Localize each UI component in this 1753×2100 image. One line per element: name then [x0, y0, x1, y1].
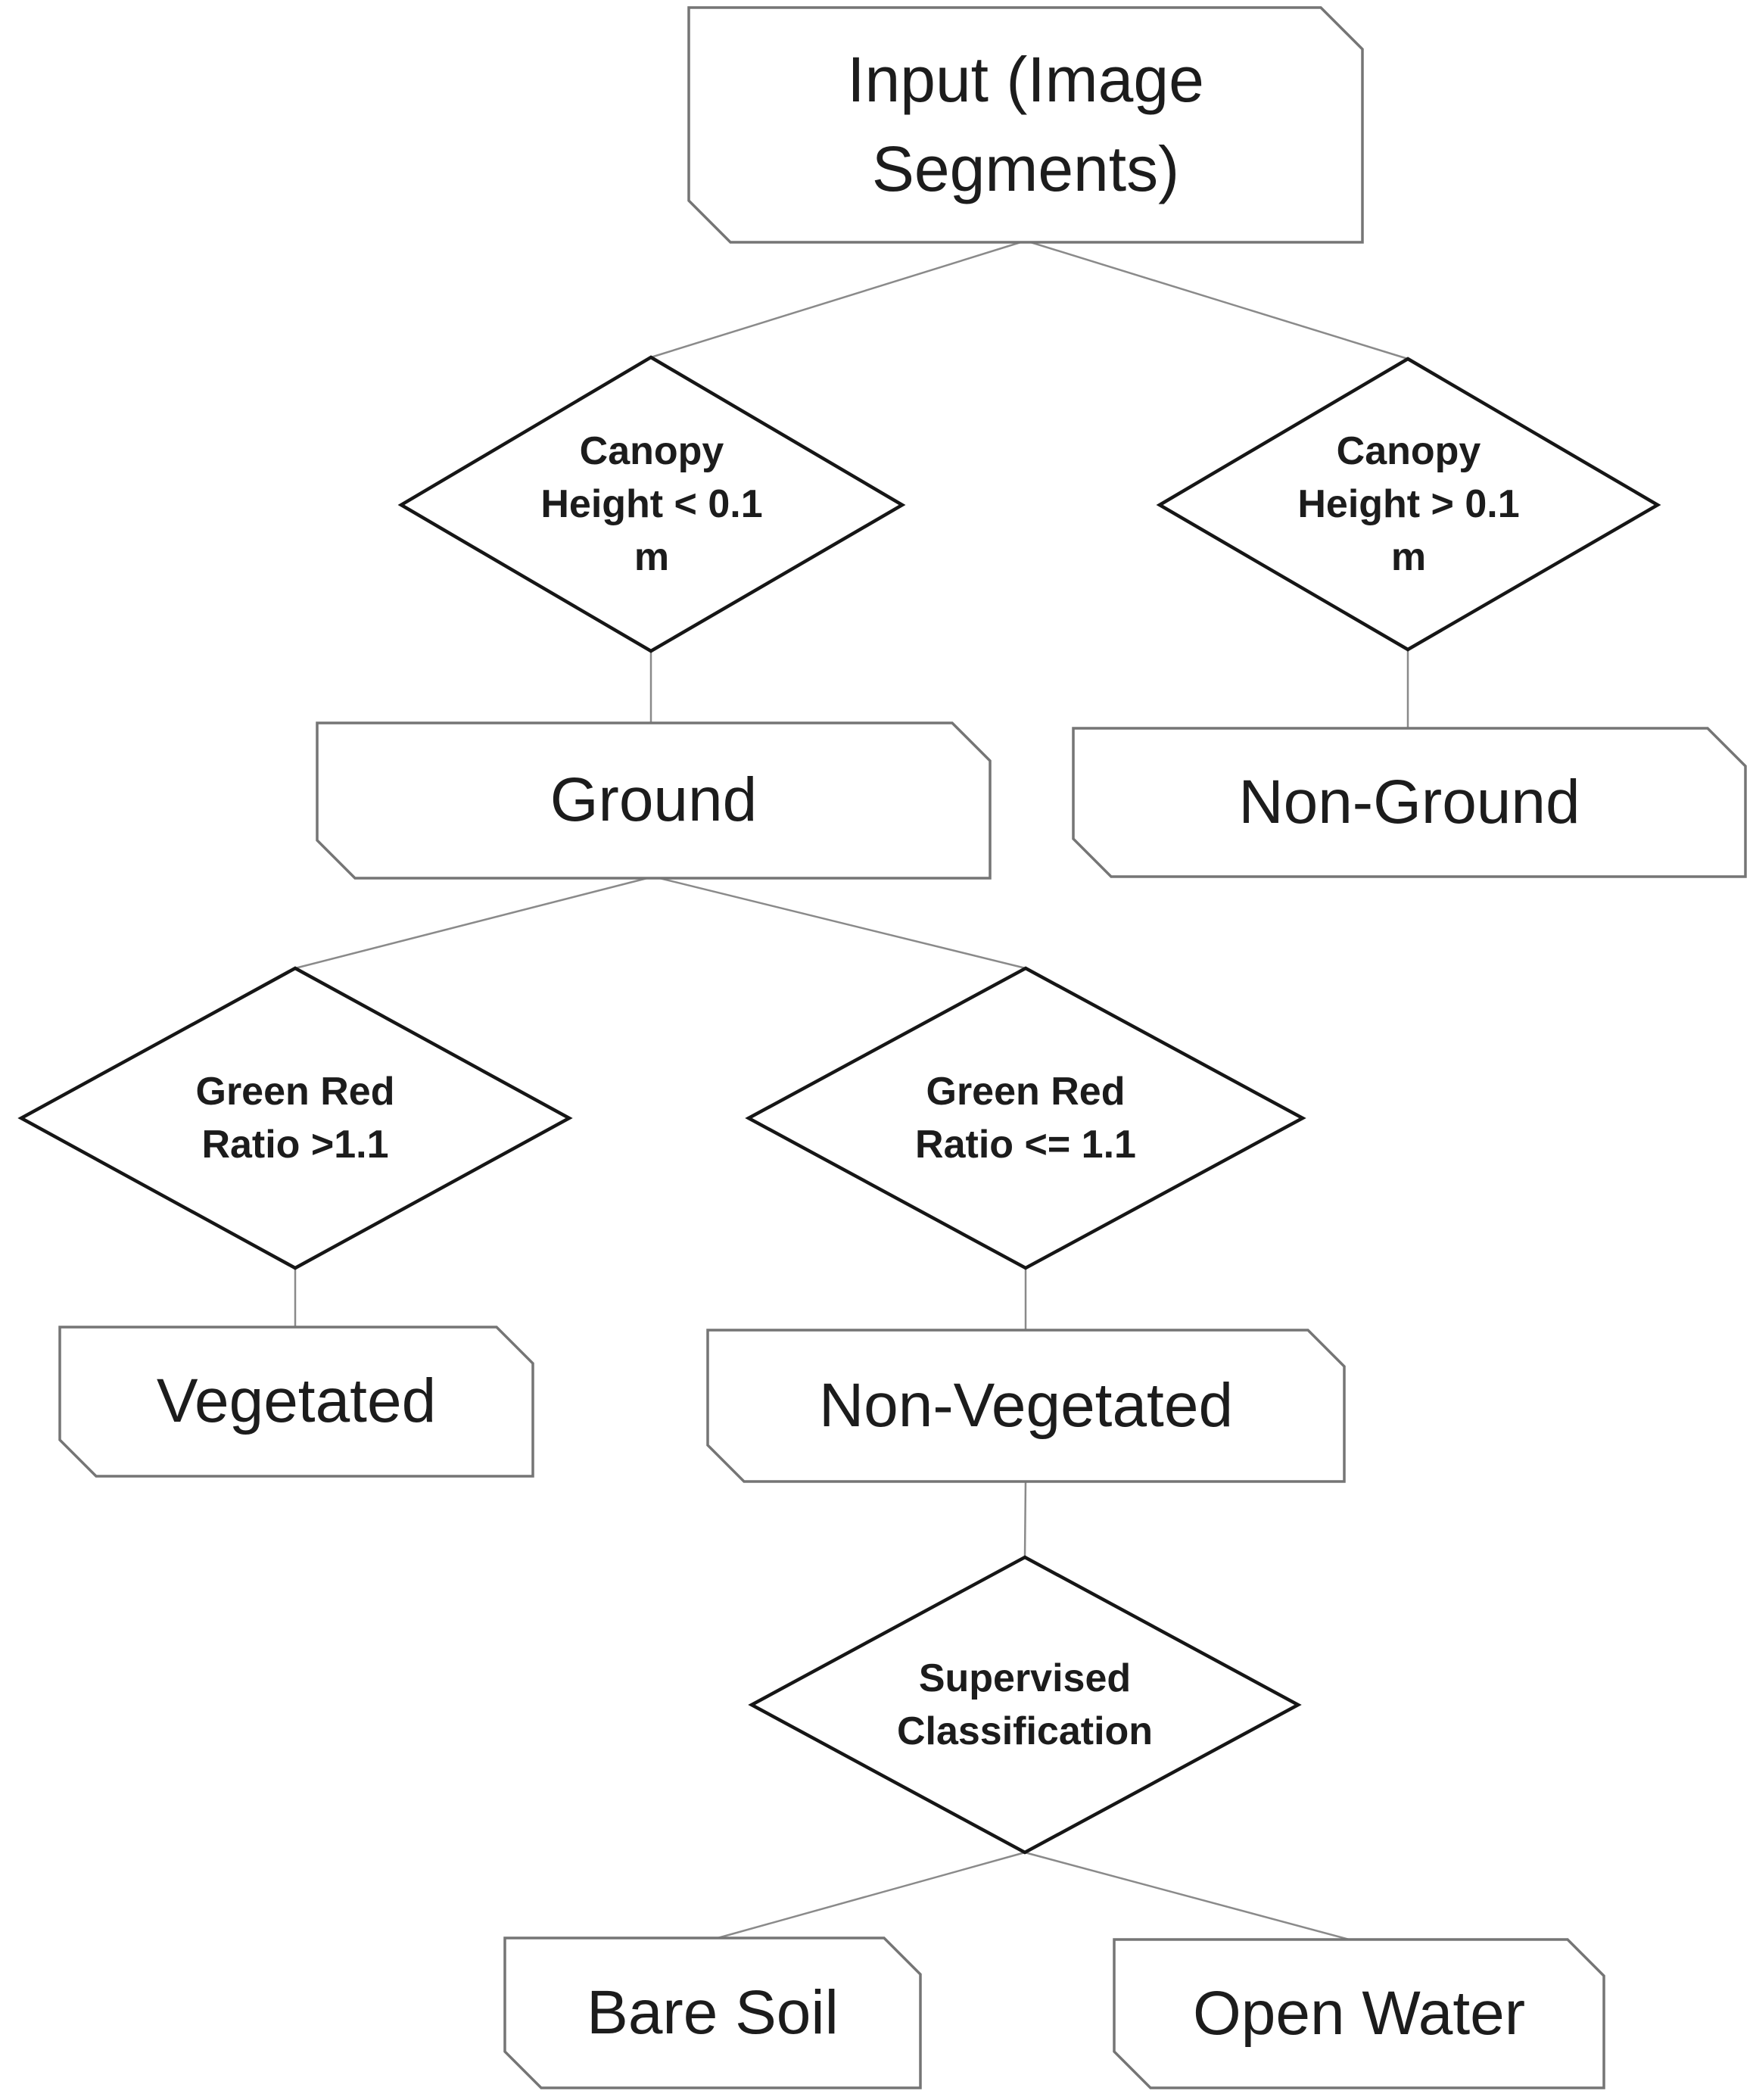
edge-supervised-to-open-water — [1024, 1851, 1356, 1943]
vegetated-node-label: Vegetated — [156, 1366, 437, 1436]
connector-lines — [294, 239, 1409, 1943]
supervised-decision-label: Supervised Classification — [896, 1656, 1154, 1753]
edge-non-vegetated-to-supervised — [1023, 1479, 1027, 1558]
input-node-shape — [687, 6, 1364, 244]
canopy-gt-decision-label: Canopy Height > 0.1 m — [1297, 428, 1520, 580]
open-water-node-shape — [1113, 1938, 1605, 2089]
vegetated-node-shape — [58, 1326, 534, 1478]
supervised-decision-shape — [748, 1555, 1302, 1855]
non-vegetated-node-shape — [706, 1329, 1346, 1483]
edge-input-to-canopy-lt — [650, 239, 1026, 359]
canopy-lt-decision-shape — [397, 355, 906, 653]
grr-gt-decision-label: Green Red Ratio >1.1 — [195, 1069, 395, 1167]
bare-soil-node-label: Bare Soil — [587, 1977, 839, 2047]
non-vegetated-node-label: Non-Vegetated — [818, 1370, 1234, 1440]
non-ground-node-label: Non-Ground — [1238, 767, 1580, 837]
edge-supervised-to-bare-soil — [711, 1851, 1026, 1941]
open-water-node-label: Open Water — [1192, 1978, 1526, 2048]
non-ground-node-shape — [1072, 727, 1747, 878]
canopy-gt-decision-shape — [1156, 357, 1661, 652]
grr-gt-decision-shape — [17, 966, 573, 1270]
bare-soil-node-shape — [503, 1936, 922, 2089]
edge-input-to-canopy-gt — [1025, 239, 1409, 360]
ground-node-shape — [316, 721, 992, 880]
grr-le-decision-shape — [745, 966, 1306, 1270]
edge-ground-to-grr-le — [652, 875, 1026, 970]
input-node-label: Input (Image Segments) — [847, 44, 1204, 204]
canopy-lt-decision-label: Canopy Height < 0.1 m — [540, 428, 763, 580]
grr-le-decision-label: Green Red Ratio <= 1.1 — [915, 1069, 1136, 1167]
edge-ground-to-grr-gt — [294, 875, 654, 970]
ground-node-label: Ground — [550, 765, 758, 835]
